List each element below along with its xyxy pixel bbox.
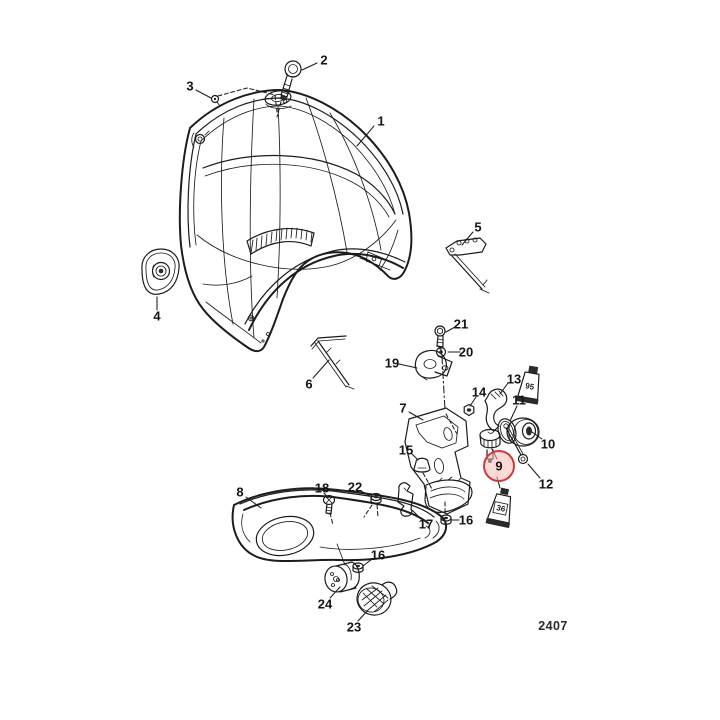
cowl-hinge-boss bbox=[191, 130, 210, 148]
callout-23[interactable]: 23 bbox=[346, 619, 362, 635]
lubricant-tube-95: 95 bbox=[516, 365, 540, 405]
part-4-emblem bbox=[141, 248, 180, 295]
callout-18[interactable]: 18 bbox=[314, 480, 330, 496]
part-17-clip-bracket bbox=[397, 482, 414, 517]
part-18-screw bbox=[322, 494, 336, 515]
part-15-grommet bbox=[413, 457, 431, 473]
figure-number: 2407 bbox=[538, 619, 568, 633]
part-10-latch-knob bbox=[506, 417, 540, 447]
callout-20[interactable]: 20 bbox=[458, 344, 474, 360]
part-8-bottom-cowl-front bbox=[231, 487, 448, 566]
callout-11[interactable]: 11 bbox=[512, 392, 526, 408]
part-23-grille-cup bbox=[356, 581, 398, 616]
part-16a-flange-nut bbox=[440, 514, 452, 525]
part-21-screw bbox=[434, 325, 446, 350]
callout-3[interactable]: 3 bbox=[186, 78, 194, 94]
callout-19[interactable]: 19 bbox=[384, 355, 400, 371]
callout-10[interactable]: 10 bbox=[540, 436, 556, 452]
callout-17[interactable]: 17 bbox=[418, 516, 434, 532]
part-13-latch-lever bbox=[484, 388, 508, 434]
callout-24[interactable]: 24 bbox=[317, 596, 333, 612]
part-3-screw bbox=[210, 94, 221, 107]
callout-9[interactable]: 9 bbox=[495, 458, 503, 474]
part-14-nut bbox=[463, 403, 475, 417]
callout-22[interactable]: 22 bbox=[347, 479, 363, 495]
adhesive-tube-36-label: 36 bbox=[496, 503, 507, 514]
callout-4[interactable]: 4 bbox=[153, 308, 161, 324]
callout-8[interactable]: 8 bbox=[236, 484, 244, 500]
callout-5[interactable]: 5 bbox=[474, 219, 482, 235]
part-24-intake-canister bbox=[324, 561, 360, 593]
callout-12[interactable]: 12 bbox=[538, 476, 554, 492]
leader-lines bbox=[156, 62, 543, 622]
part-6-link-rod bbox=[310, 335, 355, 390]
callout-2[interactable]: 2 bbox=[320, 52, 328, 68]
lubricant-tube-95-label: 95 bbox=[525, 381, 536, 392]
part-5-support-bracket bbox=[445, 237, 490, 294]
callout-13[interactable]: 13 bbox=[506, 371, 522, 387]
part-1-top-cowl bbox=[178, 89, 413, 353]
callout-6[interactable]: 6 bbox=[305, 376, 313, 392]
part-7-latch-bracket bbox=[404, 407, 473, 515]
callout-1[interactable]: 1 bbox=[377, 113, 385, 129]
callout-16a[interactable]: 16 bbox=[458, 512, 474, 528]
adhesive-tube-36: 36 bbox=[485, 487, 512, 529]
part-12-latch-pin bbox=[503, 423, 529, 465]
callout-7[interactable]: 7 bbox=[399, 400, 407, 416]
callout-14[interactable]: 14 bbox=[471, 384, 487, 400]
part-22-nut bbox=[370, 492, 382, 504]
part-2-latch-screw bbox=[280, 60, 302, 101]
assembly-dashed-lines bbox=[217, 87, 458, 526]
callout-16b[interactable]: 16 bbox=[370, 547, 386, 563]
callout-15[interactable]: 15 bbox=[398, 442, 414, 458]
part-11-o-ring bbox=[497, 418, 517, 444]
part-19-rubber-mount bbox=[414, 349, 453, 381]
callout-21[interactable]: 21 bbox=[453, 316, 469, 332]
cowl-latch-recess bbox=[264, 90, 292, 109]
highlight-circle-part-9[interactable] bbox=[483, 450, 515, 482]
